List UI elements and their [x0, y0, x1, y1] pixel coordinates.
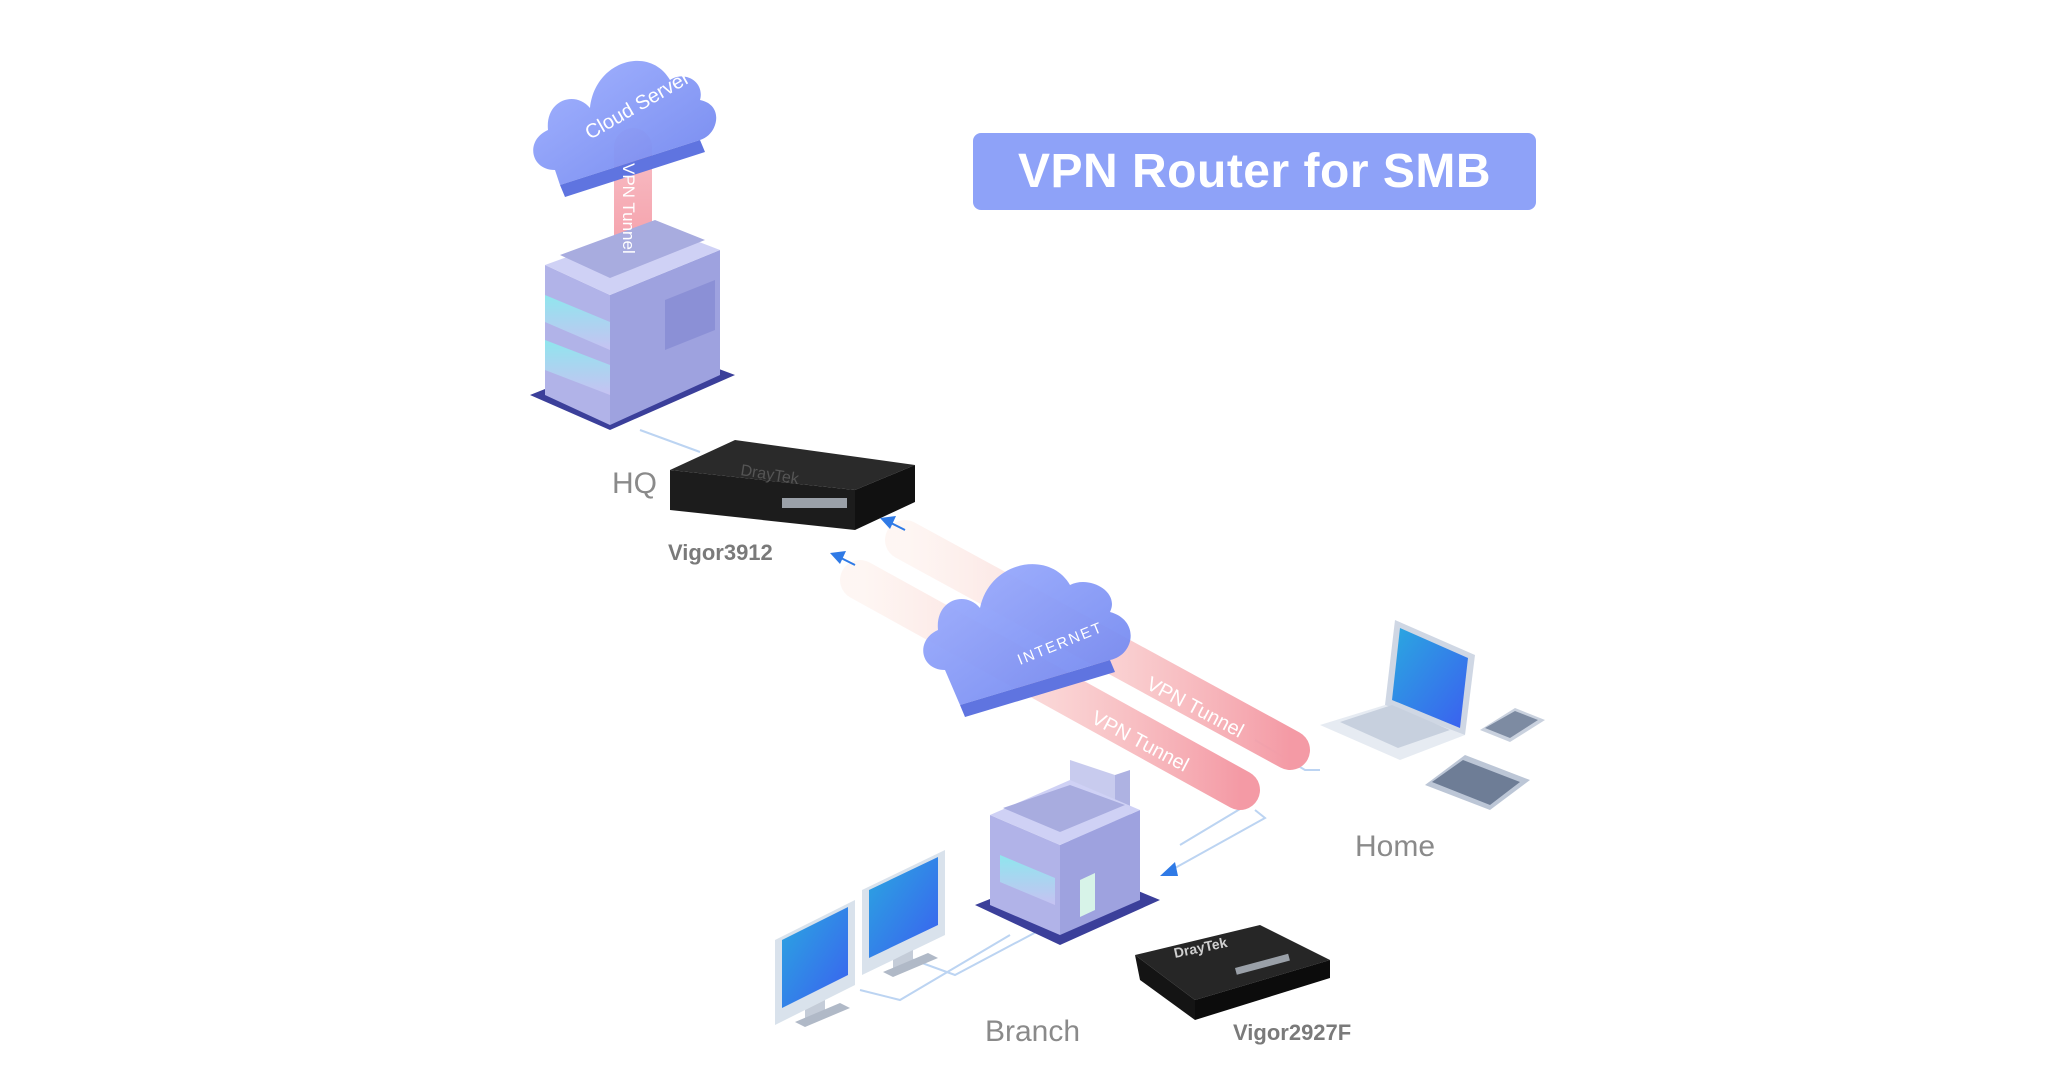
- title-banner: VPN Router for SMB: [973, 133, 1536, 210]
- branch-label: Branch: [985, 1015, 1081, 1048]
- cloud-server-icon: [533, 60, 717, 197]
- hq-building-icon: [530, 220, 735, 430]
- arrow-to-hq-2: [830, 551, 856, 566]
- vpn-tunnel-cloud-label: VPN Tunnel: [619, 163, 638, 254]
- home-tablet-icon: [1425, 755, 1530, 810]
- home-phone-icon: [1480, 708, 1545, 742]
- arrow-to-branch: [1160, 809, 1267, 876]
- vigor3912-router-icon: DrayTek: [670, 440, 915, 530]
- hq-router-model: Vigor3912: [668, 540, 773, 565]
- internet-cloud-icon: [923, 564, 1131, 717]
- branch-building-icon: [975, 760, 1160, 945]
- monitor-2-icon: [862, 850, 945, 977]
- branch-router-model: Vigor2927F: [1233, 1020, 1352, 1045]
- monitor-1-icon: [775, 900, 855, 1027]
- home-laptop-icon: [1320, 620, 1475, 760]
- diagram-title: VPN Router for SMB: [1017, 145, 1491, 198]
- arrow-to-hq-1: [880, 516, 906, 531]
- vigor2927f-router-icon: DrayTek: [1135, 925, 1330, 1020]
- hq-label: HQ: [612, 467, 657, 500]
- home-label: Home: [1355, 830, 1436, 863]
